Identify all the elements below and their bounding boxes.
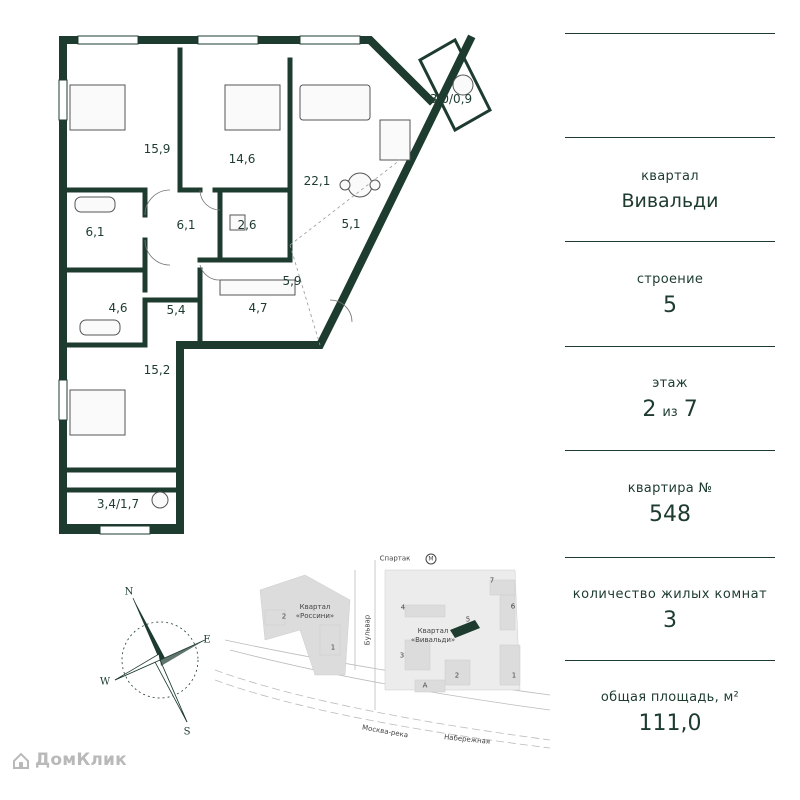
floor-value-group: 2 из 7 bbox=[565, 397, 775, 422]
room-area-loggia: 3,4/1,7 bbox=[96, 497, 140, 511]
area-block: общая площадь, м² 111,0 bbox=[565, 690, 775, 736]
quarter-label: квартал bbox=[641, 169, 699, 184]
rooms-value: 3 bbox=[663, 608, 677, 633]
room-area-wc: 2,6 bbox=[237, 218, 257, 232]
building-number: 2 bbox=[454, 671, 460, 680]
floor-label: этаж bbox=[652, 376, 688, 391]
building-number: 1 bbox=[511, 671, 517, 680]
metro-station-label: Спартак bbox=[379, 554, 411, 563]
compass-west: W bbox=[99, 676, 111, 688]
floor-block: этаж 2 из 7 bbox=[565, 376, 775, 422]
interior-walls bbox=[60, 47, 293, 493]
rooms-block: количество жилых комнат 3 bbox=[565, 587, 775, 633]
floor-plan: 15,9 14,6 22,1 3,0/0,9 6,1 6,1 2,6 5,1 5… bbox=[0, 0, 560, 545]
metro-m-icon: M bbox=[425, 553, 437, 565]
divider bbox=[565, 137, 775, 138]
home-logo-icon bbox=[13, 752, 29, 769]
balcony-outline bbox=[418, 37, 492, 133]
divider bbox=[565, 557, 775, 558]
apartment-info-panel: квартал Вивальди строение 5 этаж 2 из 7 кв… bbox=[565, 0, 775, 800]
compass-rose-icon bbox=[114, 597, 206, 723]
room-area-bedroom-2: 14,6 bbox=[228, 152, 256, 166]
compass-north: N bbox=[124, 586, 134, 598]
highlighted-building bbox=[450, 620, 480, 638]
room-area-corridor: 5,4 bbox=[166, 303, 186, 317]
room-area-hall-1: 6,1 bbox=[176, 218, 196, 232]
room-area-living: 22,1 bbox=[303, 174, 331, 188]
building-value: 5 bbox=[663, 293, 677, 318]
site-plan-drawing bbox=[214, 560, 551, 749]
divider bbox=[565, 450, 775, 451]
divider bbox=[565, 660, 775, 661]
building-number: 3 bbox=[399, 651, 405, 660]
zone-lines bbox=[289, 159, 401, 346]
map-buildings bbox=[259, 569, 521, 693]
floor-of: из bbox=[662, 405, 678, 420]
room-area-hall-2: 5,9 bbox=[282, 274, 302, 288]
quarter-vivaldi-label: Квартал «Вивальди» bbox=[410, 627, 456, 644]
floor-value: 2 bbox=[642, 397, 657, 422]
room-area-kitchen: 5,1 bbox=[341, 217, 361, 231]
rooms-label: количество жилых комнат bbox=[572, 587, 768, 602]
loggia-outline bbox=[62, 489, 181, 526]
quarter-value: Вивальди bbox=[621, 190, 719, 212]
building-label: строение bbox=[636, 272, 704, 287]
doors bbox=[144, 189, 353, 323]
floor-plan-drawing bbox=[58, 34, 492, 535]
quarter-rossini-label: Квартал «Россини» bbox=[295, 603, 335, 620]
apartment-value: 548 bbox=[649, 502, 691, 527]
quarter-block: квартал Вивальди bbox=[565, 169, 775, 212]
building-number: 6 bbox=[510, 602, 516, 611]
site-plan: Спартак M Квартал «Россини» Квартал «Вив… bbox=[205, 550, 555, 750]
room-area-wardrobe: 4,7 bbox=[248, 301, 268, 315]
furniture bbox=[69, 74, 474, 509]
room-area-bedroom-3: 15,2 bbox=[143, 363, 171, 377]
boulevard-label: Бульвар bbox=[363, 614, 372, 646]
building-number: 1 bbox=[330, 643, 336, 652]
apartment-block: квартира № 548 bbox=[565, 481, 775, 527]
apartment-label: квартира № bbox=[627, 481, 713, 496]
building-number: A bbox=[422, 681, 428, 690]
divider bbox=[565, 346, 775, 347]
building-number: 4 bbox=[400, 603, 406, 612]
room-area-bathroom-1: 6,1 bbox=[85, 225, 105, 239]
room-area-bedroom-1: 15,9 bbox=[143, 142, 171, 156]
compass: N E S W bbox=[95, 580, 225, 740]
area-label: общая площадь, м² bbox=[600, 690, 740, 705]
divider bbox=[565, 33, 775, 34]
room-area-balcony: 3,0/0,9 bbox=[429, 92, 473, 106]
building-number: 5 bbox=[465, 615, 471, 624]
divider bbox=[565, 241, 775, 242]
building-block: строение 5 bbox=[565, 272, 775, 318]
watermark-text: ДомКлик bbox=[35, 750, 127, 770]
compass-east: E bbox=[203, 634, 211, 646]
compass-south: S bbox=[183, 726, 191, 738]
building-number: 2 bbox=[281, 612, 287, 621]
area-value: 111,0 bbox=[638, 711, 702, 736]
room-area-bathroom-2: 4,6 bbox=[108, 301, 128, 315]
windows bbox=[58, 35, 361, 535]
floor-total: 7 bbox=[683, 397, 698, 422]
building-number: 7 bbox=[489, 576, 495, 585]
